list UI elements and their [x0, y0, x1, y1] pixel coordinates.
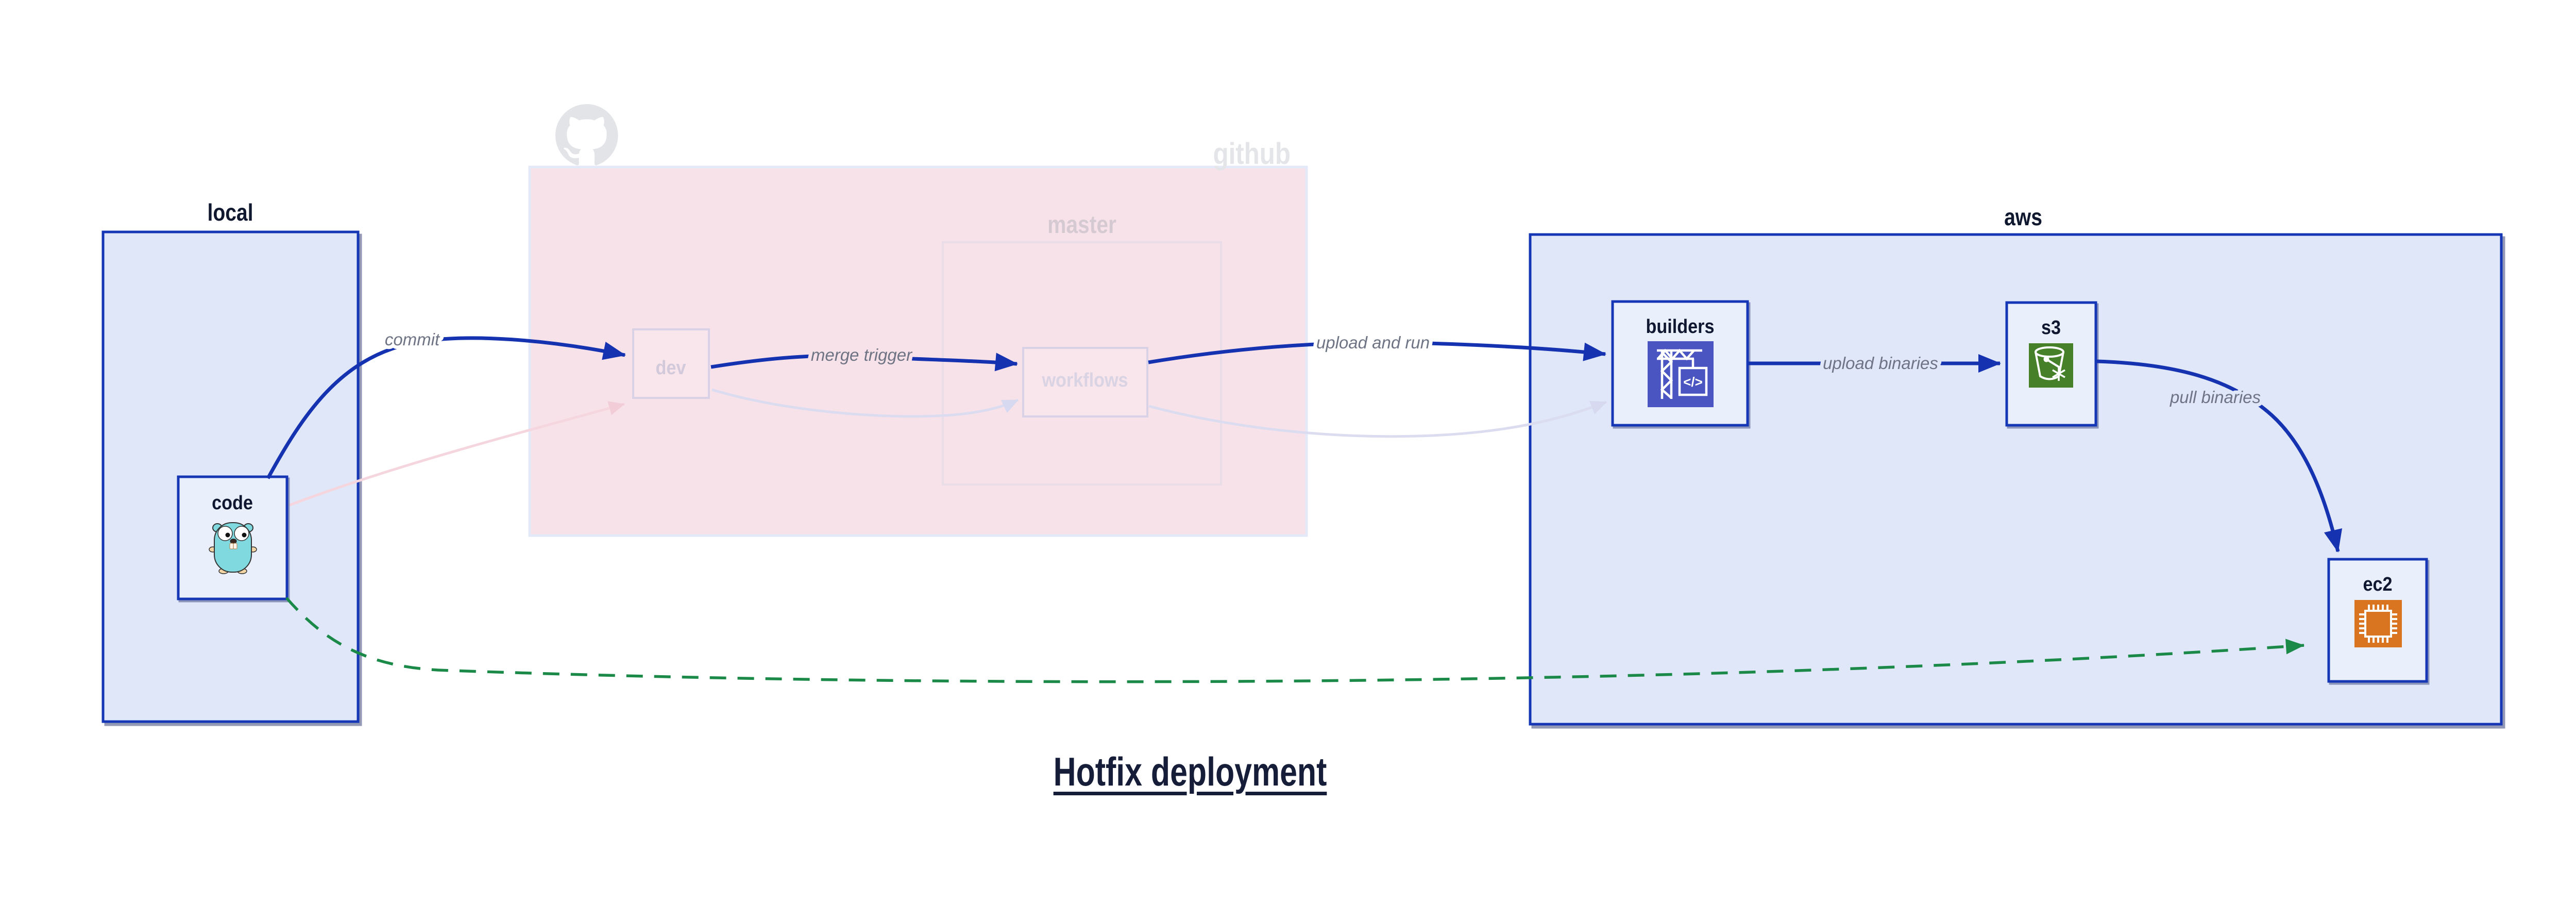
edges: commit merge trigger upload and run uplo… [266, 326, 2343, 683]
pull-binaries-edge-label: pull binaries [2170, 388, 2261, 407]
faded-edge-workflows-builders [1148, 400, 1607, 438]
faded-edge-dev-workflows [711, 388, 1019, 418]
builders-label: builders [1646, 315, 1715, 337]
faded-edge-code-dev [289, 401, 625, 507]
github-octocat-icon [555, 104, 618, 165]
upload-and-run-arrow [1148, 341, 1606, 364]
svg-text:</>: </> [1683, 374, 1703, 390]
workflows-label: workflows [1041, 369, 1128, 391]
pull-binaries-arrow [2096, 359, 2343, 553]
edge-upload-and-run: upload and run [1148, 329, 1606, 364]
local-group-label: local [207, 199, 253, 226]
node-ec2: ec2 [2327, 558, 2428, 683]
aws-group-label: aws [2004, 204, 2042, 231]
faded-edges [289, 388, 1607, 507]
edge-commit: commit [266, 326, 626, 479]
node-builders: builders </> [1611, 300, 1749, 427]
s3-bucket-icon [2029, 343, 2073, 388]
ec2-chip-icon [2354, 600, 2402, 647]
group-github: github master dev workflows [528, 104, 1308, 537]
node-dev: dev [632, 328, 710, 399]
hotfix-dashed-arrow [285, 597, 2304, 683]
master-box [942, 241, 1222, 486]
commit-edge-label: commit [385, 330, 440, 349]
group-master: master [942, 211, 1222, 486]
node-code: code [177, 475, 289, 600]
s3-label: s3 [2041, 316, 2061, 338]
edge-upload-binaries: upload binaries [1749, 350, 2001, 376]
commit-arrow [266, 336, 626, 479]
edge-hotfix-dashed [285, 597, 2304, 683]
github-group-label: github [1213, 137, 1291, 171]
node-workflows: workflows [1022, 347, 1148, 417]
merge-trigger-arrow [710, 353, 1018, 372]
dev-label: dev [656, 356, 686, 378]
dev-box [632, 328, 710, 399]
master-group-label: master [1047, 211, 1116, 239]
codebuild-crane-icon: </> [1648, 341, 1714, 407]
upload-and-run-edge-label: upload and run [1316, 333, 1430, 352]
diagram-title: Hotfix deployment [1053, 749, 1327, 794]
workflows-box [1022, 347, 1148, 417]
edge-pull-binaries: pull binaries [2096, 359, 2343, 553]
code-label: code [212, 491, 253, 513]
go-gopher-icon [209, 522, 257, 574]
ec2-label: ec2 [2363, 573, 2392, 595]
edge-merge-trigger: merge trigger [710, 342, 1018, 372]
group-local: local [101, 199, 360, 723]
upload-binaries-edge-label: upload binaries [1823, 354, 1938, 373]
merge-trigger-edge-label: merge trigger [811, 345, 913, 364]
node-s3: s3 [2005, 301, 2097, 427]
